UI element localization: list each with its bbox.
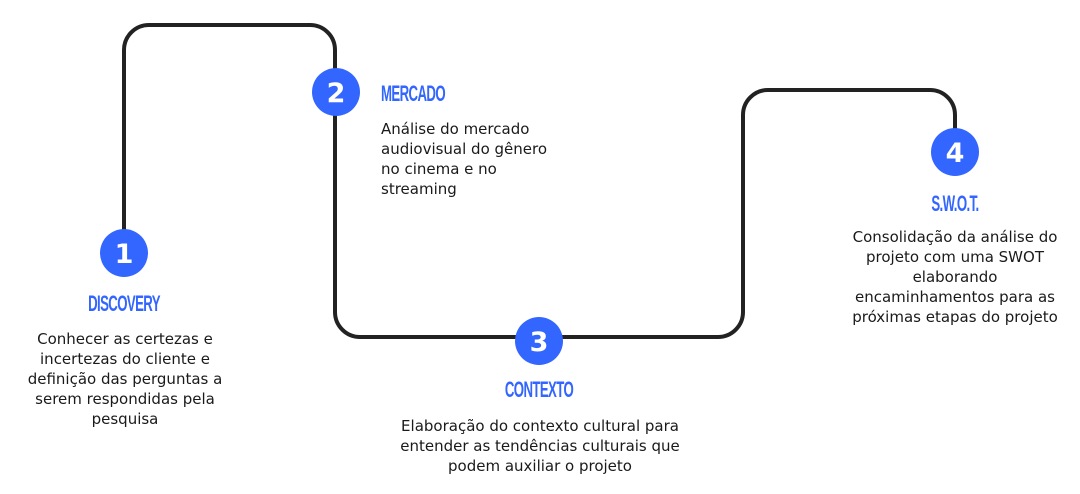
step-title-4: S.W.O.T. bbox=[931, 191, 979, 216]
step-title-1: DISCOVERY bbox=[88, 291, 160, 316]
step-marker-1: 1 bbox=[100, 229, 148, 277]
step-circle-1 bbox=[100, 229, 148, 277]
step-number-2: 2 bbox=[327, 78, 346, 109]
step-number-3: 3 bbox=[530, 327, 549, 358]
step-title-2: MERCADO bbox=[381, 81, 446, 106]
step-circle-4 bbox=[931, 128, 979, 176]
step-description-2: Análise do mercado audiovisual do gênero… bbox=[381, 120, 548, 198]
step-circle-3 bbox=[515, 317, 563, 365]
step-description-4: Consolidação da análise do projeto com u… bbox=[852, 228, 1058, 326]
step-circle-2 bbox=[312, 68, 360, 116]
step-marker-2: 2 bbox=[312, 68, 360, 116]
step-description-1: Conhecer as certezas e incertezas do cli… bbox=[27, 330, 223, 428]
step-description-3: Elaboração do contexto cultural para ent… bbox=[400, 417, 680, 475]
step-title-3: CONTEXTO bbox=[504, 377, 574, 402]
step-number-1: 1 bbox=[115, 239, 134, 270]
step-marker-3: 3 bbox=[515, 317, 563, 365]
step-marker-4: 4 bbox=[931, 128, 979, 176]
step-number-4: 4 bbox=[946, 138, 965, 169]
